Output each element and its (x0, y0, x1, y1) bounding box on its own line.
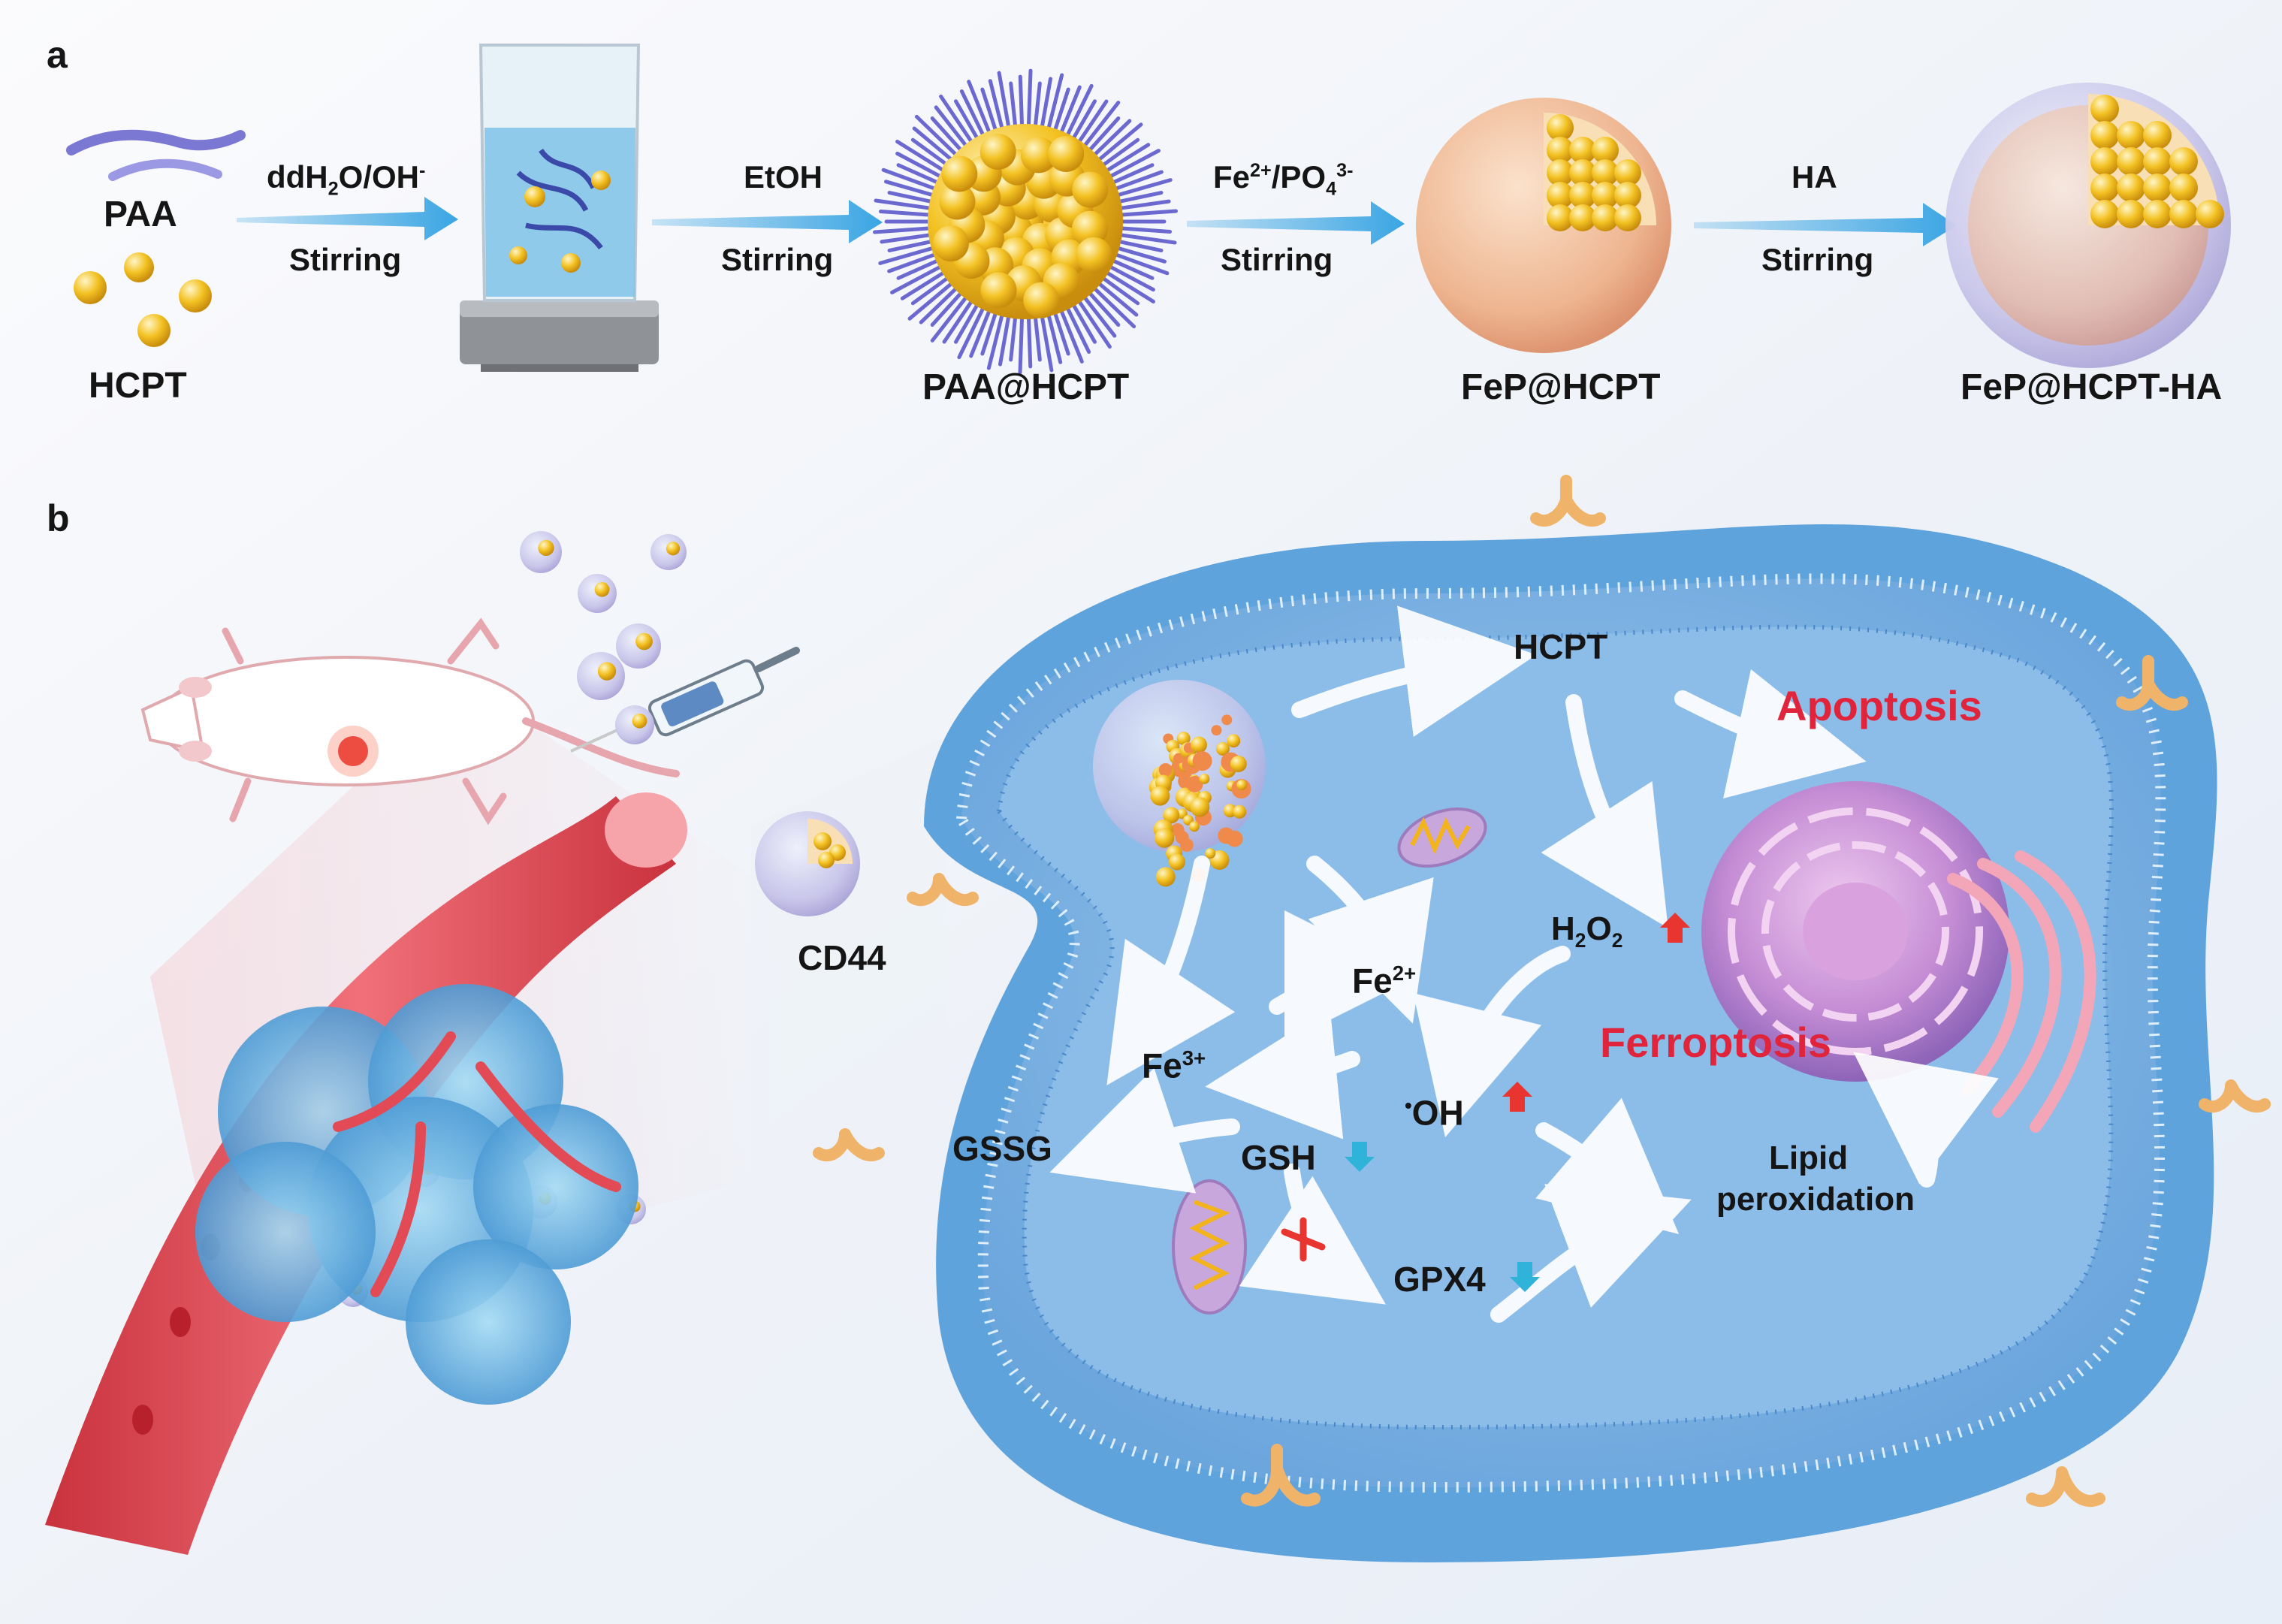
panel-a-label: a (47, 34, 68, 76)
gpx4-decrease-icon (1510, 1262, 1540, 1292)
gsh-label: GSH (1241, 1138, 1316, 1177)
ferroptosis-label: Ferroptosis (1600, 1019, 1832, 1066)
product-fep-hcpt-label: FeP@HCPT (1461, 367, 1661, 407)
gsh-decrease-icon (1345, 1142, 1375, 1172)
apoptosis-label: Apoptosis (1776, 682, 1982, 729)
paa-label: PAA (104, 195, 177, 234)
step4-condition-label: HA (1791, 159, 1837, 195)
degrading-nanoparticle-icon (1093, 680, 1266, 887)
hcpt-release-label: HCPT (1514, 627, 1608, 666)
step3-condition-label: Fe2+/PO43- (1213, 159, 1354, 200)
fep-hcpt-particle-icon (1416, 98, 1671, 353)
cancer-cell-icon (924, 524, 2217, 1562)
pathway-arrows (1049, 605, 1999, 1323)
product-fep-hcpt-ha-label: FeP@HCPT-HA (1961, 367, 2223, 407)
panel-b-label: b (47, 497, 70, 539)
gpx4-label: GPX4 (1393, 1260, 1486, 1299)
step3-stirring-label: Stirring (1221, 242, 1333, 277)
tumor-tissue-icon (195, 984, 638, 1405)
step2-condition-label: EtOH (744, 159, 823, 195)
fep-hcpt-ha-particle-icon (1945, 83, 2231, 368)
step2-stirring-label: Stirring (721, 242, 834, 277)
nucleus-icon (1701, 781, 2009, 1082)
oh-increase-icon (1502, 1082, 1532, 1112)
fe3-label: Fe3+ (1142, 1046, 1206, 1085)
cd44-receptors (813, 475, 2271, 1508)
process-arrows (237, 197, 1957, 246)
h2o2-increase-icon (1660, 913, 1690, 943)
inhibition-cross-icon (1281, 1217, 1326, 1262)
paa-hcpt-particle-icon (872, 68, 1179, 375)
hcpt-label: HCPT (89, 366, 187, 406)
h2o2-label: H2O2 (1551, 910, 1623, 952)
gssg-label: GSSG (952, 1129, 1052, 1168)
step4-stirring-label: Stirring (1761, 242, 1874, 277)
fe2-label: Fe2+ (1352, 961, 1417, 1001)
product-paa-hcpt-label: PAA@HCPT (922, 367, 1130, 407)
nanoparticle-binding-icon (755, 811, 860, 916)
cd44-label: CD44 (798, 938, 886, 977)
paa-polymer-icon (66, 129, 246, 181)
mouse-icon (140, 617, 680, 826)
step1-condition-label: ddH2O/OH- (267, 159, 426, 200)
hcpt-molecules-icon (74, 252, 212, 347)
beaker-stirrer-icon (460, 44, 659, 372)
mitochondrion-icon-2 (1172, 1179, 1247, 1315)
mitochondrion-icon (1397, 807, 1487, 868)
lipid-label-line1: Lipid (1769, 1140, 1849, 1176)
hydroxyl-radical-label: •OH (1405, 1093, 1464, 1133)
lipid-label-line2: peroxidation (1716, 1181, 1915, 1218)
step1-stirring-label: Stirring (289, 242, 402, 277)
